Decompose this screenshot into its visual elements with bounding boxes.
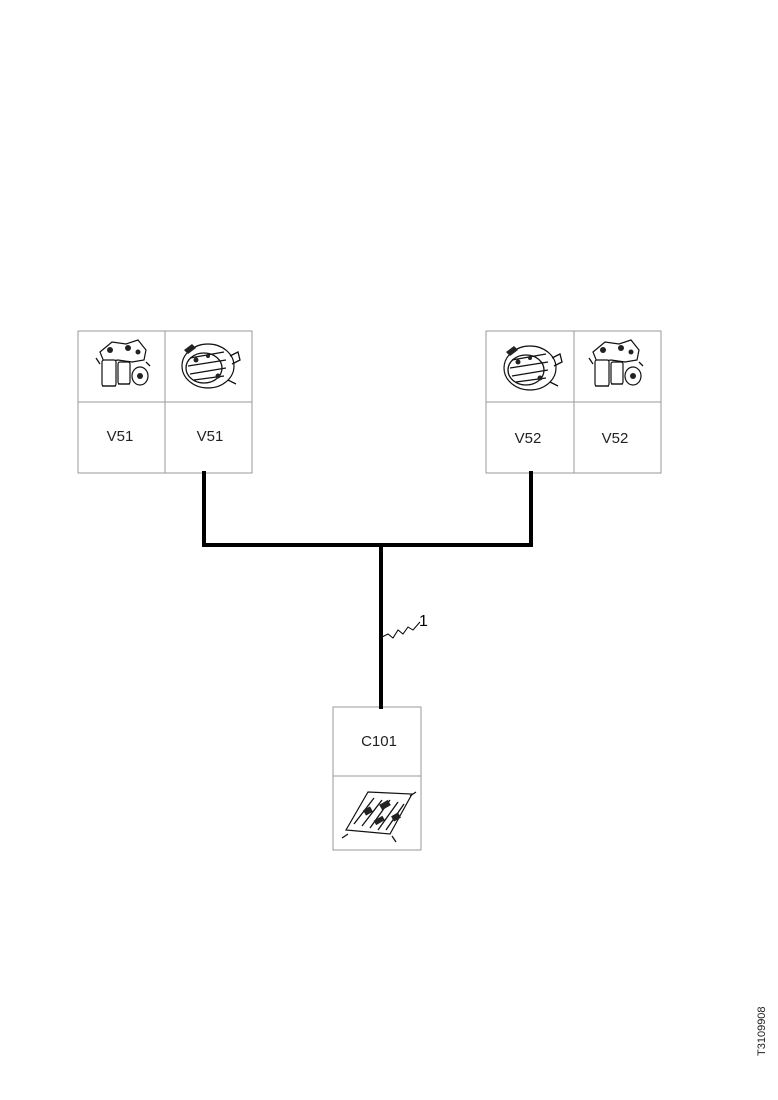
figure-id: T3109908 — [756, 1006, 768, 1056]
v51-label-right: V51 — [197, 428, 224, 445]
v52-label-right: V52 — [602, 430, 629, 447]
unit-c101: C101 — [332, 706, 422, 851]
callout-number: 1 — [419, 613, 428, 630]
v51-label-left: V51 — [107, 428, 134, 445]
wire-callout: 1 — [381, 613, 428, 639]
unit-v52: V52 V52 — [485, 330, 662, 474]
v52-label-left: V52 — [515, 430, 542, 447]
callout-leader — [381, 621, 421, 639]
unit-v51: V51 V51 — [77, 330, 253, 474]
c101-label: C101 — [361, 733, 397, 750]
wiring — [202, 471, 533, 709]
